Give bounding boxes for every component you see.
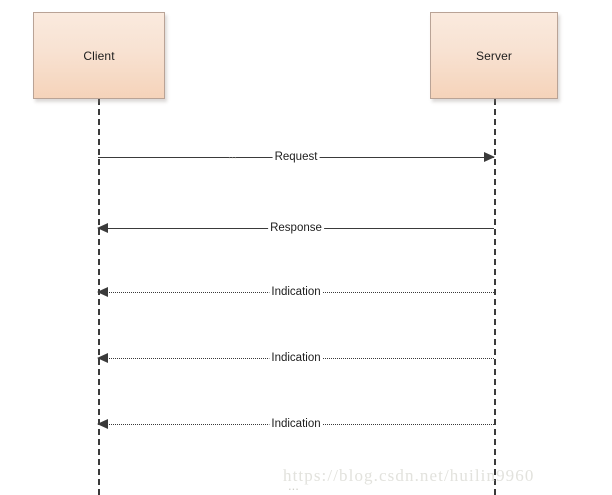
arrowhead-left-icon [97,353,108,363]
message-request[interactable]: Request [98,147,495,169]
arrowhead-left-icon [97,287,108,297]
message-indication-3[interactable]: Indication [97,414,494,436]
lifeline-client [98,99,100,495]
message-indication-2[interactable]: Indication [97,348,494,370]
message-response[interactable]: Response [97,218,494,240]
watermark-ghost: ... [228,148,237,162]
watermark-url: https://blog.csdn.net/huilin9960 [283,466,535,485]
message-label: Response [268,218,324,238]
message-indication-1[interactable]: Indication [97,282,494,304]
arrowhead-right-icon [484,152,495,162]
message-label: Indication [269,282,323,302]
message-label: Indication [269,348,323,368]
participant-box-client[interactable]: Client [33,12,165,99]
watermark-dots: ... [288,478,299,493]
lifeline-server [494,99,496,495]
arrowhead-left-icon [97,223,108,233]
participant-label-client: Client [83,48,115,63]
message-label: Indication [269,414,323,434]
participant-label-server: Server [476,48,512,63]
participant-box-server[interactable]: Server [430,12,558,99]
message-label: Request [272,147,320,167]
arrowhead-left-icon [97,419,108,429]
